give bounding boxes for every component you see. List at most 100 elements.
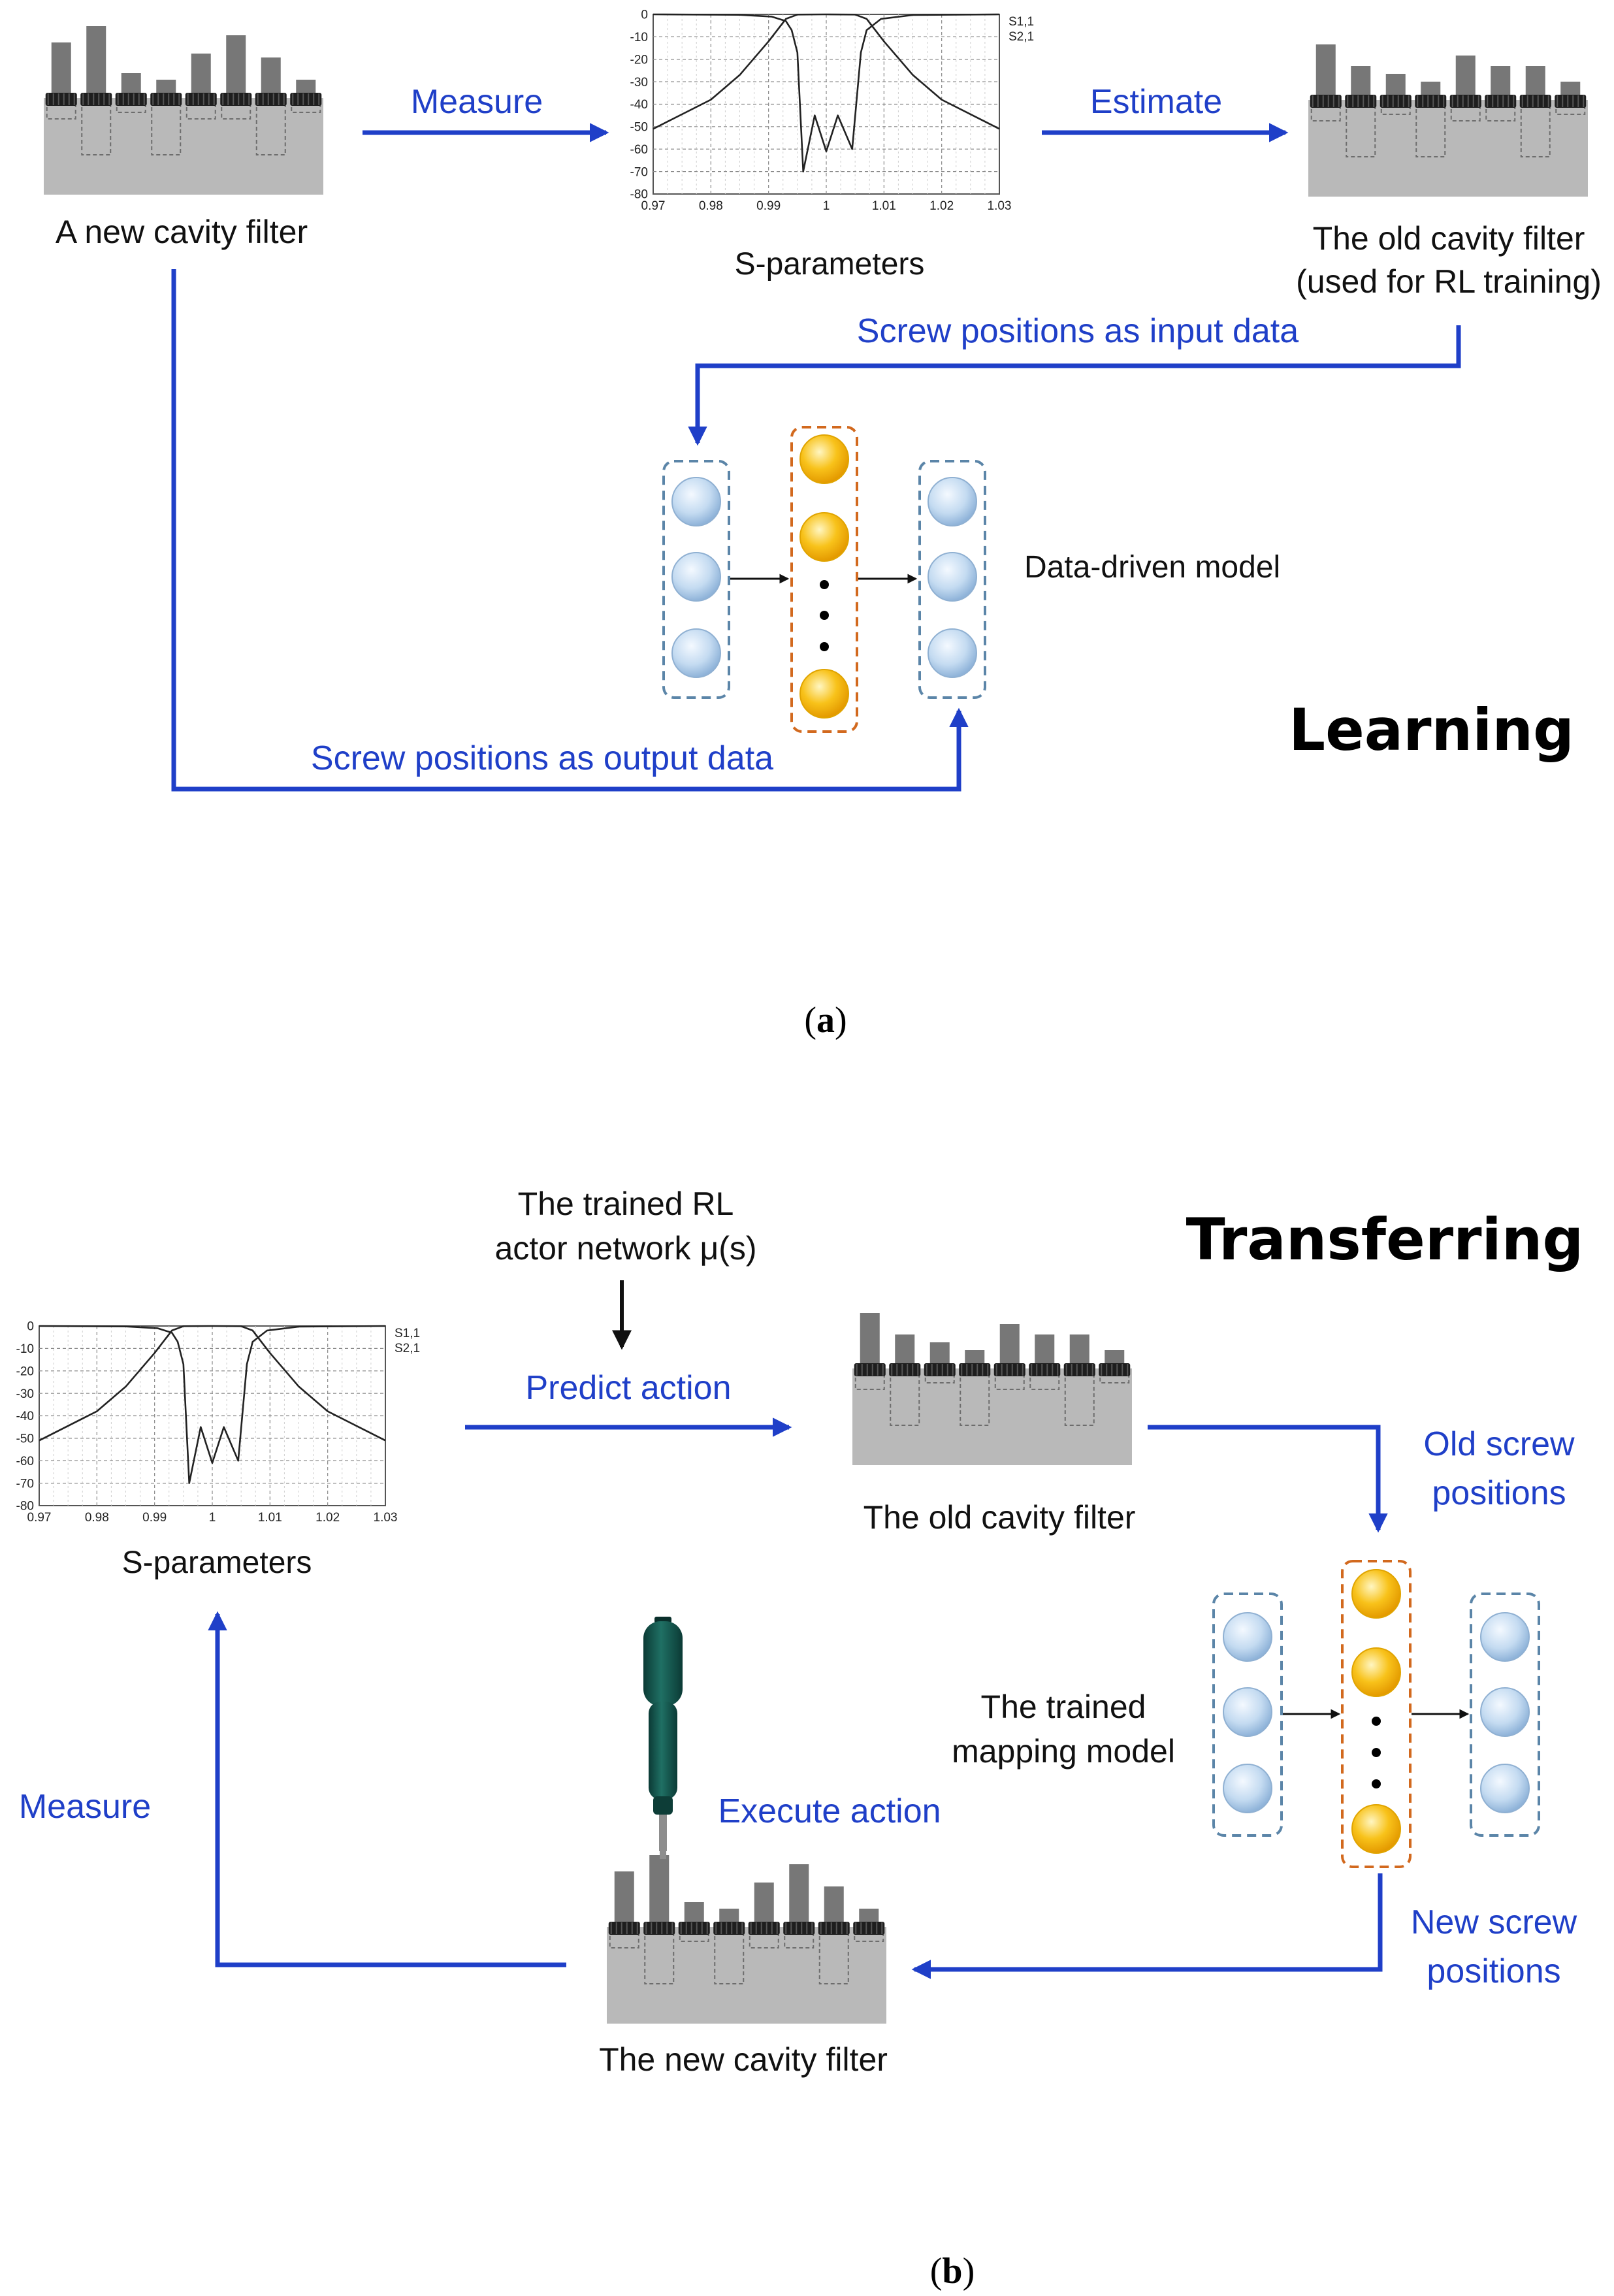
mapping-model-label-line2: mapping model — [952, 1733, 1175, 1770]
output-data-label: Screw positions as output data — [311, 739, 773, 777]
estimate-label: Estimate — [1090, 83, 1222, 121]
new-cavity-filter-label: A new cavity filter — [56, 214, 308, 250]
screw-nut — [1345, 95, 1377, 108]
screw-nut — [80, 93, 112, 106]
hidden-node — [1351, 1804, 1401, 1854]
screw-nut — [1063, 1363, 1095, 1376]
screw-nut — [1099, 1363, 1131, 1376]
screw-nut — [115, 93, 147, 106]
screw-nut — [1310, 95, 1342, 108]
series-line-s21 — [39, 1325, 386, 1442]
filter-body — [607, 1927, 886, 2024]
execute-action-label: Execute action — [718, 1792, 941, 1830]
legend-entry: S1,1 — [395, 1327, 420, 1340]
old-cavity-filter-label-line1: The old cavity filter — [1313, 220, 1585, 257]
tuning-screw — [191, 54, 211, 98]
tuning-screw — [51, 42, 71, 98]
tuning-screw — [1491, 66, 1511, 100]
output-node — [928, 552, 977, 602]
y-tick-label: -10 — [16, 1342, 34, 1356]
screw-nut — [220, 93, 252, 106]
tuning-screw — [824, 1886, 844, 1927]
x-tick-label: 1 — [823, 199, 830, 213]
actor-network-label-line2: actor network μ(s) — [494, 1230, 756, 1267]
tuning-screw — [1525, 66, 1545, 100]
old-cavity-filter-image — [852, 1313, 1132, 1465]
y-tick-label: -80 — [630, 188, 648, 202]
x-tick-label: 0.99 — [756, 199, 781, 213]
screw-nut — [959, 1363, 991, 1376]
tuning-screw — [86, 26, 106, 98]
x-tick-label: 1.03 — [988, 199, 1012, 213]
x-tick-label: 1.02 — [315, 1511, 340, 1525]
input-node — [1223, 1687, 1272, 1737]
hidden-node — [799, 669, 849, 719]
tuning-screw — [860, 1313, 880, 1368]
input-layer-box — [662, 460, 730, 699]
y-tick-label: 0 — [641, 8, 648, 22]
y-tick-label: -70 — [16, 1477, 34, 1491]
actor-network-label-line1: The trained RL — [518, 1186, 734, 1222]
screw-nut — [854, 1363, 886, 1376]
ellipsis-dot — [820, 642, 829, 651]
y-tick-label: -40 — [16, 1410, 34, 1423]
trained-mapping-model-network — [1212, 1560, 1540, 1868]
x-tick-label: 1.02 — [929, 199, 954, 213]
hidden-node — [1351, 1569, 1401, 1619]
screw-nut — [783, 1922, 815, 1935]
output-layer-box — [1470, 1593, 1540, 1837]
x-tick-label: 1.01 — [258, 1511, 282, 1525]
data-driven-model-network — [662, 426, 986, 733]
screw-nut — [1380, 95, 1412, 108]
screw-nut — [255, 93, 287, 106]
new-cavity-filter-label-b: The new cavity filter — [599, 2041, 888, 2078]
new-cavity-filter-image — [607, 1855, 886, 2024]
input-layer-box — [1212, 1593, 1283, 1837]
y-tick-label: 0 — [27, 1320, 34, 1334]
y-tick-label: -50 — [16, 1432, 34, 1446]
legend-entry: S2,1 — [395, 1342, 420, 1355]
screw-nut — [818, 1922, 850, 1935]
tuning-screw — [1315, 44, 1336, 100]
data-driven-model-label: Data-driven model — [1024, 550, 1280, 585]
x-tick-label: 0.98 — [699, 199, 723, 213]
input-node — [671, 477, 721, 526]
new-screw-positions-arrow — [911, 1873, 1383, 1979]
tuning-screw — [895, 1334, 915, 1368]
output-node — [928, 477, 977, 526]
old-cavity-filter-label-line2: (used for RL training) — [1296, 263, 1602, 300]
ellipsis-dot — [1372, 1779, 1381, 1788]
input-node — [671, 552, 721, 602]
mapping-model-label-line1: The trained — [981, 1689, 1146, 1725]
old-screw-positions-line2: positions — [1432, 1474, 1566, 1512]
screw-nut — [185, 93, 217, 106]
tuning-screw — [1035, 1334, 1055, 1368]
hidden-node — [799, 434, 849, 484]
legend-entry: S2,1 — [1009, 30, 1034, 44]
screw-nut — [1519, 95, 1551, 108]
filter-body — [44, 98, 323, 195]
hidden-layer-box — [1341, 1560, 1412, 1868]
tuning-screw — [226, 35, 246, 98]
old-screw-positions-line1: Old screw — [1423, 1425, 1575, 1463]
y-tick-label: -10 — [630, 31, 648, 44]
transferring-heading: Transferring — [1186, 1206, 1584, 1273]
y-tick-label: -80 — [16, 1500, 34, 1513]
output-node — [1480, 1764, 1530, 1813]
filter-body — [852, 1368, 1132, 1465]
output-data-arrow — [171, 269, 969, 792]
tuning-screw — [1351, 66, 1371, 100]
filter-body — [1308, 100, 1588, 197]
series-line-s11 — [653, 13, 1000, 172]
x-tick-label: 1.01 — [872, 199, 896, 213]
x-tick-label: 0.97 — [27, 1511, 52, 1525]
caption-a: (a) — [804, 1000, 847, 1041]
screw-nut — [1029, 1363, 1061, 1376]
input-node — [671, 628, 721, 678]
y-tick-label: -20 — [16, 1365, 34, 1378]
hidden-node — [799, 512, 849, 562]
tuning-screw — [1069, 1334, 1089, 1368]
screw-nut — [678, 1922, 710, 1935]
